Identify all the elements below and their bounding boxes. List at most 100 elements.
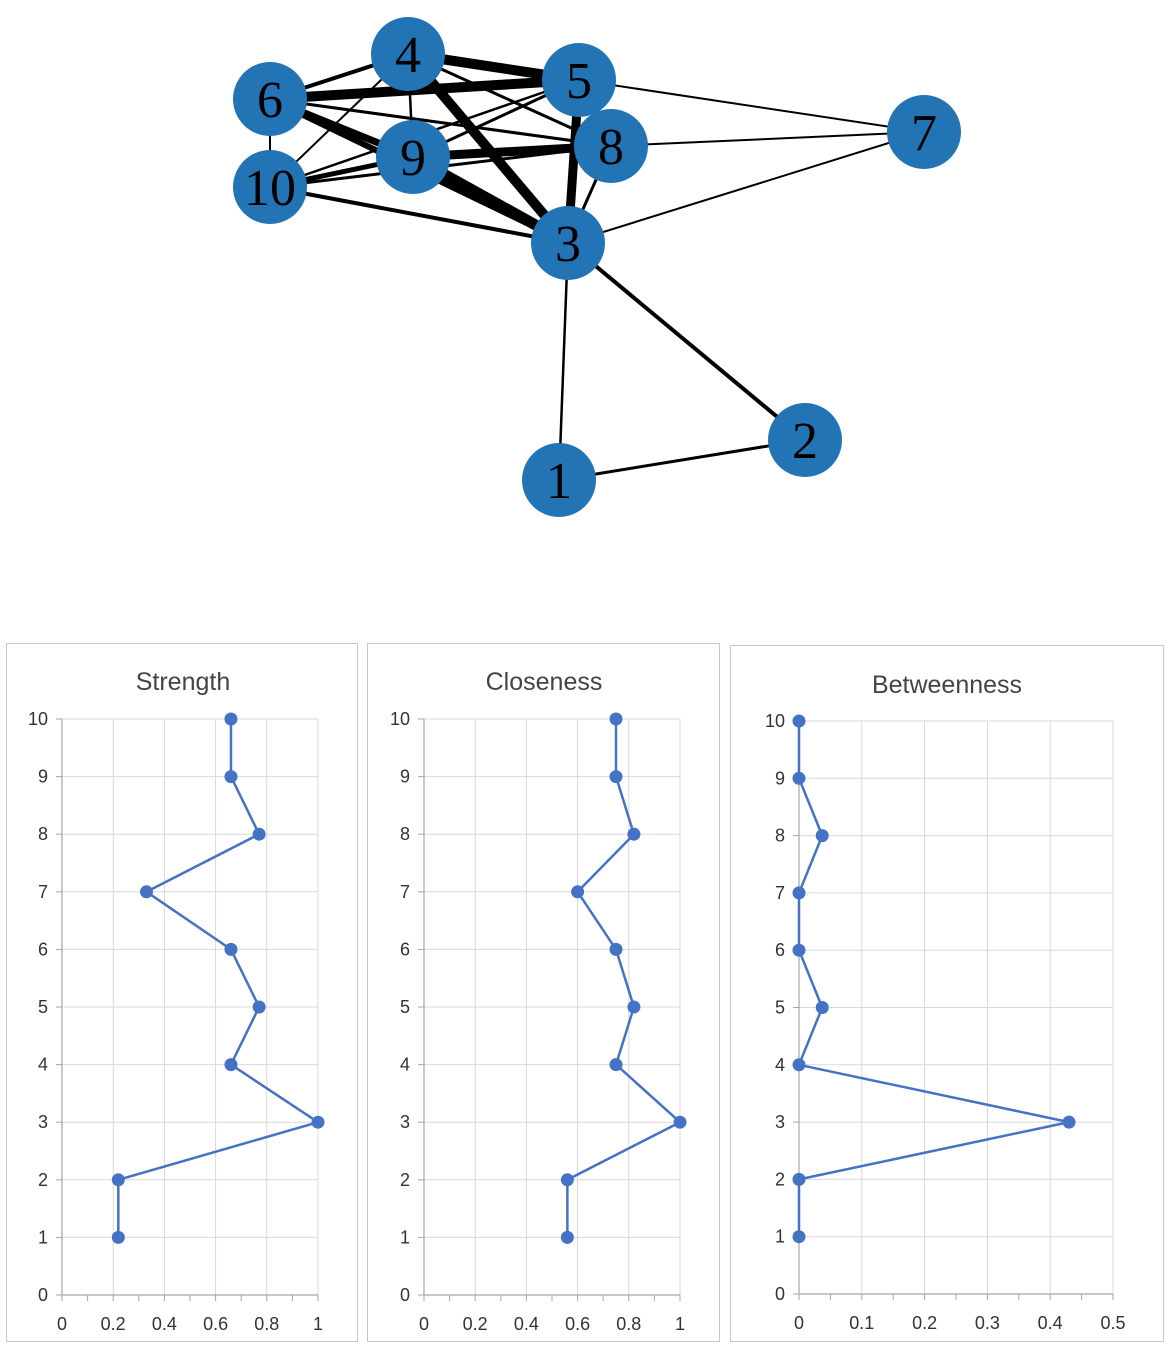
node-circle — [376, 120, 450, 194]
y-tick-label: 0 — [775, 1284, 785, 1304]
series-line — [566, 719, 682, 1238]
x-tick-label: 0.6 — [203, 1314, 228, 1334]
x-tick-label: 1 — [675, 1314, 685, 1334]
edge-3-1 — [557, 242, 570, 481]
node-circle — [887, 95, 961, 169]
strength-chart-title: Strength — [136, 668, 231, 696]
node-circle — [542, 43, 616, 117]
data-point — [792, 714, 806, 728]
node-8: 8 — [574, 109, 648, 183]
x-tick-label: 0.1 — [849, 1313, 874, 1333]
y-tick-label: 10 — [765, 711, 785, 731]
node-circle — [371, 17, 445, 91]
y-tick-label: 4 — [775, 1055, 785, 1075]
node-circle — [768, 403, 842, 477]
x-tick-label: 0 — [794, 1313, 804, 1333]
x-tick-label: 0.4 — [514, 1314, 539, 1334]
edge-8-7 — [610, 131, 925, 147]
data-point — [792, 1230, 806, 1244]
data-point — [111, 1173, 125, 1187]
y-tick-label: 9 — [400, 767, 410, 787]
node-2: 2 — [768, 403, 842, 477]
node-label: 10 — [244, 160, 296, 217]
x-tick-label: 0.6 — [565, 1314, 590, 1334]
x-tick-label: 0.4 — [1038, 1313, 1063, 1333]
data-point — [792, 771, 806, 785]
y-tick-label: 1 — [38, 1227, 48, 1247]
data-point — [224, 712, 238, 726]
x-tick-label: 0.8 — [616, 1314, 641, 1334]
data-point — [560, 1173, 574, 1187]
x-tick-label: 0 — [419, 1314, 429, 1334]
y-tick-label: 5 — [400, 997, 410, 1017]
data-point — [792, 943, 806, 957]
data-point — [224, 770, 238, 784]
series-line — [117, 719, 320, 1238]
y-tick-label: 6 — [775, 940, 785, 960]
x-tick-label: 0 — [57, 1314, 67, 1334]
y-tick-label: 10 — [390, 709, 410, 729]
data-point — [792, 1058, 806, 1072]
node-9: 9 — [376, 120, 450, 194]
y-tick-label: 7 — [400, 882, 410, 902]
y-tick-label: 6 — [38, 939, 48, 959]
y-tick-label: 3 — [400, 1112, 410, 1132]
data-point — [252, 827, 266, 841]
grid — [56, 718, 319, 1301]
x-tick-label: 0.3 — [975, 1313, 1000, 1333]
y-tick-label: 2 — [400, 1170, 410, 1190]
data-point — [609, 712, 623, 726]
x-tick-label: 0.8 — [254, 1314, 279, 1334]
grid — [793, 720, 1114, 1300]
node-4: 4 — [371, 17, 445, 91]
edge-3-7 — [567, 131, 925, 244]
y-tick-label: 7 — [775, 883, 785, 903]
node-label: 4 — [395, 27, 421, 84]
data-point — [815, 1001, 829, 1014]
data-point — [609, 1058, 623, 1072]
edge-3-2 — [566, 241, 807, 442]
edge-10-3 — [269, 185, 569, 245]
y-tick-label: 1 — [775, 1227, 785, 1247]
data-point — [139, 885, 153, 899]
y-tick-label: 3 — [38, 1112, 48, 1132]
y-tick-label: 7 — [38, 882, 48, 902]
node-5: 5 — [542, 43, 616, 117]
y-tick-label: 9 — [775, 768, 785, 788]
data-point — [792, 1172, 806, 1186]
data-point — [224, 1058, 238, 1072]
data-point — [252, 1000, 266, 1014]
y-tick-label: 3 — [775, 1112, 785, 1132]
y-tick-label: 8 — [38, 824, 48, 844]
edge-4-8 — [407, 52, 612, 148]
y-tick-label: 6 — [400, 939, 410, 959]
x-tick-label: 0.4 — [152, 1314, 177, 1334]
y-tick-label: 5 — [38, 997, 48, 1017]
node-circle — [233, 62, 307, 136]
edge-1-2 — [558, 438, 806, 482]
node-label: 6 — [257, 72, 283, 129]
network-graph: 1 2 3 4 5 6 7 8 9 10 — [233, 17, 961, 517]
node-label: 8 — [598, 119, 624, 176]
node-circle — [522, 443, 596, 517]
data-point — [609, 770, 623, 784]
node-7: 7 — [887, 95, 961, 169]
node-1: 1 — [522, 443, 596, 517]
grid — [418, 718, 681, 1301]
closeness-chart-title: Closeness — [486, 668, 603, 696]
y-tick-label: 5 — [775, 998, 785, 1018]
series-line — [797, 721, 1071, 1237]
data-point — [571, 885, 585, 899]
edge-5-7 — [578, 79, 925, 133]
y-tick-label: 4 — [400, 1055, 410, 1075]
node-label: 3 — [555, 216, 581, 273]
data-point — [627, 1000, 641, 1014]
node-label: 9 — [400, 130, 426, 187]
data-point — [311, 1115, 325, 1129]
y-tick-label: 0 — [38, 1285, 48, 1305]
y-tick-label: 2 — [38, 1170, 48, 1190]
y-tick-label: 0 — [400, 1285, 410, 1305]
